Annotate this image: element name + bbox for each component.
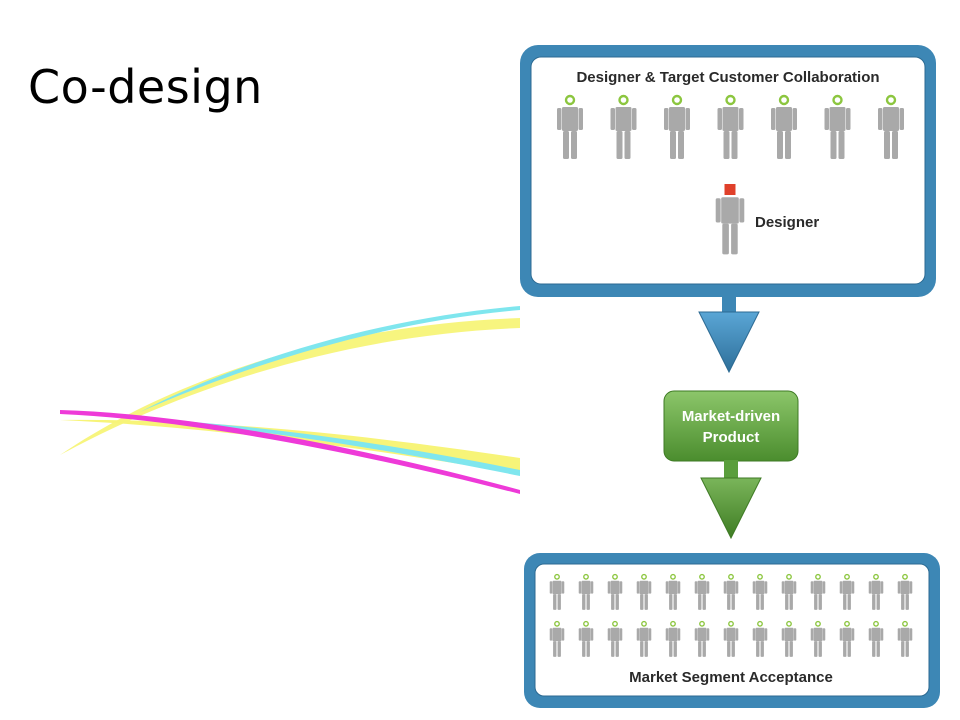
market-person: [636, 620, 652, 657]
market-person: [810, 573, 826, 610]
green-arrow-down: [700, 460, 762, 540]
market-person: [781, 573, 797, 610]
market-person: [810, 620, 826, 657]
customer-figure: [771, 94, 797, 159]
bottom-box-caption: Market Segment Acceptance: [629, 669, 833, 686]
top-box-heading: Designer & Target Customer Collaboration: [576, 69, 879, 86]
market-person: [549, 620, 565, 657]
market-person: [839, 620, 855, 657]
market-person: [694, 573, 710, 610]
market-person: [868, 573, 884, 610]
market-person: [723, 620, 739, 657]
market-crowd-group: [549, 573, 913, 657]
market-person: [607, 620, 623, 657]
market-person: [549, 573, 565, 610]
market-person: [578, 620, 594, 657]
customer-figure: [717, 94, 744, 159]
market-person: [636, 573, 652, 610]
market-person: [578, 573, 594, 610]
market-person: [665, 573, 681, 610]
designer-label: Designer: [755, 214, 819, 231]
customer-figure: [878, 94, 904, 159]
product-node: [663, 390, 799, 462]
designer-person: [715, 184, 745, 255]
customer-figure: [557, 94, 583, 159]
product-node-line1: Market-driven: [682, 408, 780, 425]
market-person: [781, 620, 797, 657]
customer-figure: [824, 94, 851, 159]
swoosh-yellow-lower: [60, 419, 520, 474]
market-person: [665, 620, 681, 657]
customer-figure: [610, 94, 637, 159]
market-person: [752, 573, 768, 610]
market-person: [897, 573, 913, 610]
customer-figure: [664, 94, 690, 159]
slide-title: Co-design: [28, 60, 263, 114]
market-person: [723, 573, 739, 610]
blue-arrow-down: [698, 292, 760, 374]
market-person: [868, 620, 884, 657]
product-node-line2: Product: [703, 429, 760, 446]
market-person: [607, 573, 623, 610]
market-person: [839, 573, 855, 610]
market-person: [897, 620, 913, 657]
designer-figure: [715, 184, 745, 255]
market-person: [752, 620, 768, 657]
market-person: [694, 620, 710, 657]
top-customers-group: [557, 94, 904, 159]
